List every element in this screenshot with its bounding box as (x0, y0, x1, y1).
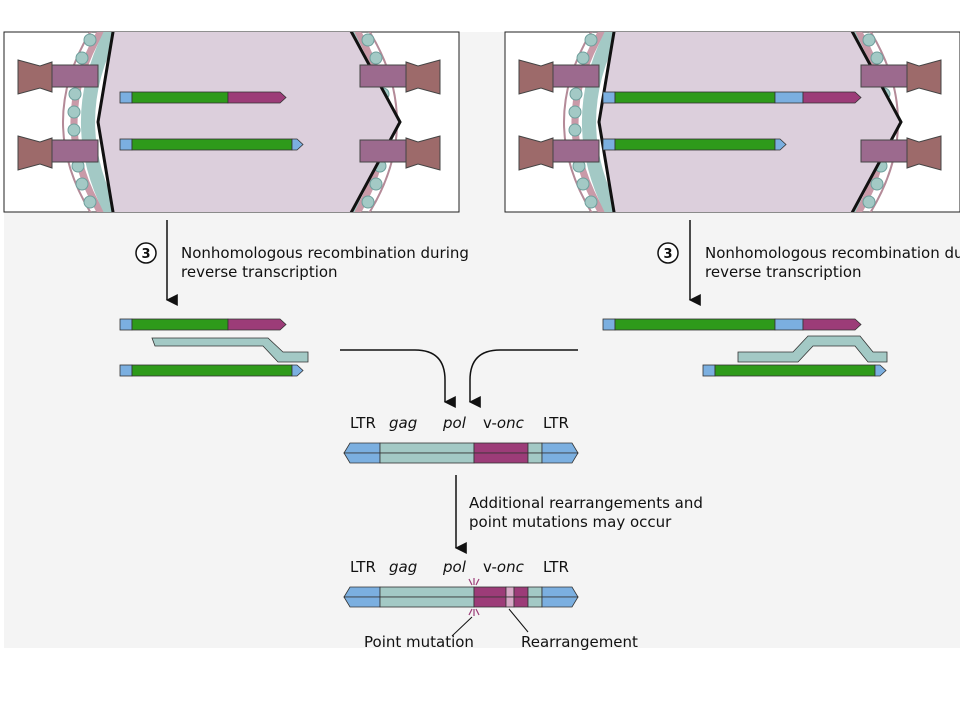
point-mutation-label: Point mutation (364, 633, 474, 651)
rearrangement-label: Rearrangement (521, 633, 638, 651)
step-caption-left-line1: Nonhomologous recombination during (181, 244, 469, 262)
viral-rna-recombinant (602, 91, 862, 104)
viral-rna-wildtype (602, 138, 787, 151)
provirus-1 (343, 442, 579, 464)
point-mutation-leader (451, 616, 473, 637)
step-number-badge (135, 242, 157, 264)
viral-rna-wildtype (119, 138, 304, 151)
envelope-spike-icon (518, 59, 942, 171)
converge-arrow-right (468, 349, 578, 408)
point-mutation-mark (468, 578, 480, 616)
svg-text:LTR: LTR (543, 414, 569, 432)
dna-strand-switching (151, 337, 309, 363)
provirus-2 (343, 578, 579, 616)
step-caption-right-line1: Nonhomologous recombination during (705, 244, 960, 262)
virion-left (3, 31, 460, 213)
svg-text:pol: pol (442, 414, 467, 432)
converge-arrow-left (340, 349, 456, 408)
step-caption-left-line2: reverse transcription (181, 263, 338, 281)
step-caption-right-line2: reverse transcription (705, 263, 862, 281)
svg-text:gag: gag (389, 414, 417, 432)
svg-text:LTR: LTR (350, 558, 376, 576)
svg-text:gag: gag (389, 558, 417, 576)
additional-line1: Additional rearrangements and (469, 494, 703, 512)
provirus-labels-2: LTR gag pol v-onc LTR (350, 558, 569, 576)
viral-rna-recombinant (119, 91, 287, 104)
step-number-right: 3 (663, 247, 672, 262)
provirus-labels-1: LTR gag pol v-onc LTR (350, 414, 569, 432)
step-number-badge (657, 242, 679, 264)
additional-line2: point mutations may occur (469, 513, 672, 531)
recombination-left (119, 318, 309, 377)
virion-right (504, 31, 960, 213)
svg-text:LTR: LTR (350, 414, 376, 432)
svg-text:v-onc: v-onc (483, 414, 525, 432)
step-number-left: 3 (141, 247, 150, 262)
envelope-spike-icon (17, 59, 441, 171)
recombination-right (602, 318, 888, 377)
svg-text:LTR: LTR (543, 558, 569, 576)
svg-text:v-onc: v-onc (483, 558, 525, 576)
svg-text:pol: pol (442, 558, 467, 576)
rearrangement-leader (508, 608, 529, 633)
dna-strand-switching (737, 335, 888, 363)
